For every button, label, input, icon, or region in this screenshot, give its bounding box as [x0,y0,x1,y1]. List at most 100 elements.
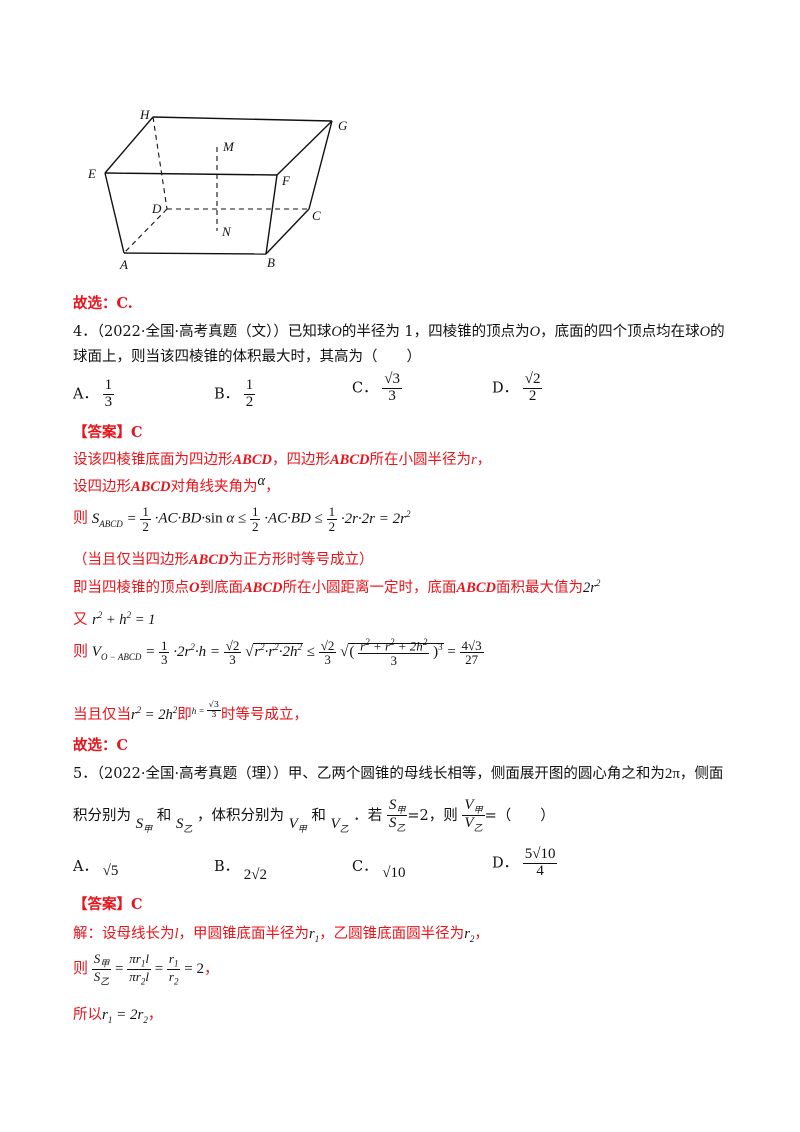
label-E: E [87,166,96,181]
label-A: A [119,257,128,272]
option-label: B． [214,859,240,875]
solution-text: 解：设母线长为 [73,926,175,942]
solution-text: （当且仅当四边形 [73,552,189,568]
math-expr: 2π [664,766,680,782]
math-expr: r1 [309,926,320,944]
edge-GC [308,120,333,210]
option-label: D． [492,380,519,397]
q5-text: =2，则 [407,807,458,824]
var-ABCD: ABCD [456,580,496,596]
q4-stem-line2: 球面上，则当该四棱锥的体积最大时，其高为（ ） [73,349,421,365]
math-expr: ·AC·BD [264,510,311,527]
q4-solution-line4: （当且仅当四边形ABCD为正方形时等号成立） [73,548,374,569]
math-expr: r2 = 2h2 [131,705,178,723]
math-expr: VO − ABCD = [91,644,159,663]
solution-text: 为正方形时等号成立） [228,552,374,568]
math-expr: h = [191,706,207,716]
math-expr: S乙 [175,815,193,834]
hidden-edge-DA [123,208,168,254]
q5-option-b: B． 2√2 [214,855,267,883]
option-label: B． [214,386,240,403]
q4-solution-line2: 设四边形ABCD对角线夹角为α， [73,473,280,496]
solution-text: 设该四棱锥底面为四边形 [73,452,233,468]
option-label: D． [492,855,519,872]
edge-EF [104,172,278,176]
solution-text: 面积最大值为 [495,580,583,596]
solution-text: 所以 [73,1007,102,1023]
solution-text: 设四边形 [73,479,131,495]
edge-FG [276,120,333,176]
q5-text: ．若 [353,807,383,824]
q5-option-c: C． √10 [352,855,405,881]
option-label: A． [73,859,98,875]
q5-text: ，侧面 [679,766,724,782]
solution-text: 又 [73,612,88,628]
q5-answer-tag: 【答案】C [73,896,143,913]
solution-text: ， [265,479,280,495]
math-expr: V乙 [330,815,349,834]
option-value: 2√2 [243,867,267,883]
q5-text: 积分别为 [73,807,131,824]
solution-text: 对角线夹角为 [170,479,258,495]
var-ABCD: ABCD [131,479,171,495]
q5-stem-line1: 5．（2022·全国·高考真题（理））甲、乙两个圆锥的母线长相等，侧面展开图的圆… [73,762,723,783]
q4-text: 的半径为 1，四棱锥的顶点为 [341,324,530,340]
label-N: N [221,224,232,239]
q5-text: 和 [311,807,326,824]
math-expr: V甲 [288,815,307,834]
math-expr: r2 [464,926,475,944]
solution-text: ， [476,452,492,468]
solution-text: 则 [73,960,89,977]
q4-answer-tag: 【答案】C [73,424,143,441]
solution-text: 即当四棱锥的顶点 [73,580,189,596]
math-expr: S甲 [135,815,153,834]
previous-answer: 故选：C. [73,295,133,312]
q4-text: 4．（2022·全国·高考真题（文））已知球 [73,324,332,340]
q4-final-answer: 故选：C [73,737,129,754]
prism-figure: H G M E F D C N A B [87,107,348,272]
option-label: A． [73,386,98,403]
solution-text: 则 [73,510,89,527]
label-D: D [151,201,162,216]
option-value: √5 [102,863,119,879]
edge-FB [265,174,278,255]
solution-text: ，四边形 [272,452,330,468]
option-value: √10 [382,865,406,881]
q4-solution-line1: 设该四棱锥底面为四边形ABCD，四边形ABCD所在小圆半径为r， [73,448,491,469]
q5-option-a: A． √5 [73,855,119,879]
option-label: C． [352,380,378,397]
var-O: O [331,324,342,340]
option-label: C． [352,859,378,875]
math-expr: r1 = 2r2 [102,1007,148,1025]
var-ABCD: ABCD [242,580,283,596]
solution-text: 所在小圆半径为 [369,452,472,468]
q4-solution-line6: 又 r2 + h2 = 1 [73,608,155,629]
solution-text: ， [474,926,489,942]
math-expr: ·AC·BD· [154,510,206,527]
math-expr: ·2r·2r = 2r2 [340,508,411,527]
q4-solution-line5: 即当四棱锥的顶点O到底面ABCD所在小圆距离一定时，底面ABCD面积最大值为2r… [73,578,601,596]
solution-text: 到底面 [199,580,243,596]
math-expr: r2 + h2 = 1 [92,610,156,628]
q4-stem-line1: 4．（2022·全国·高考真题（文））已知球O的半径为 1，四棱锥的顶点为O，底… [73,320,725,341]
solution-text: ，乙圆锥底面圆半径为 [319,926,465,942]
label-F: F [281,173,291,188]
var-ABCD: ABCD [232,452,273,468]
